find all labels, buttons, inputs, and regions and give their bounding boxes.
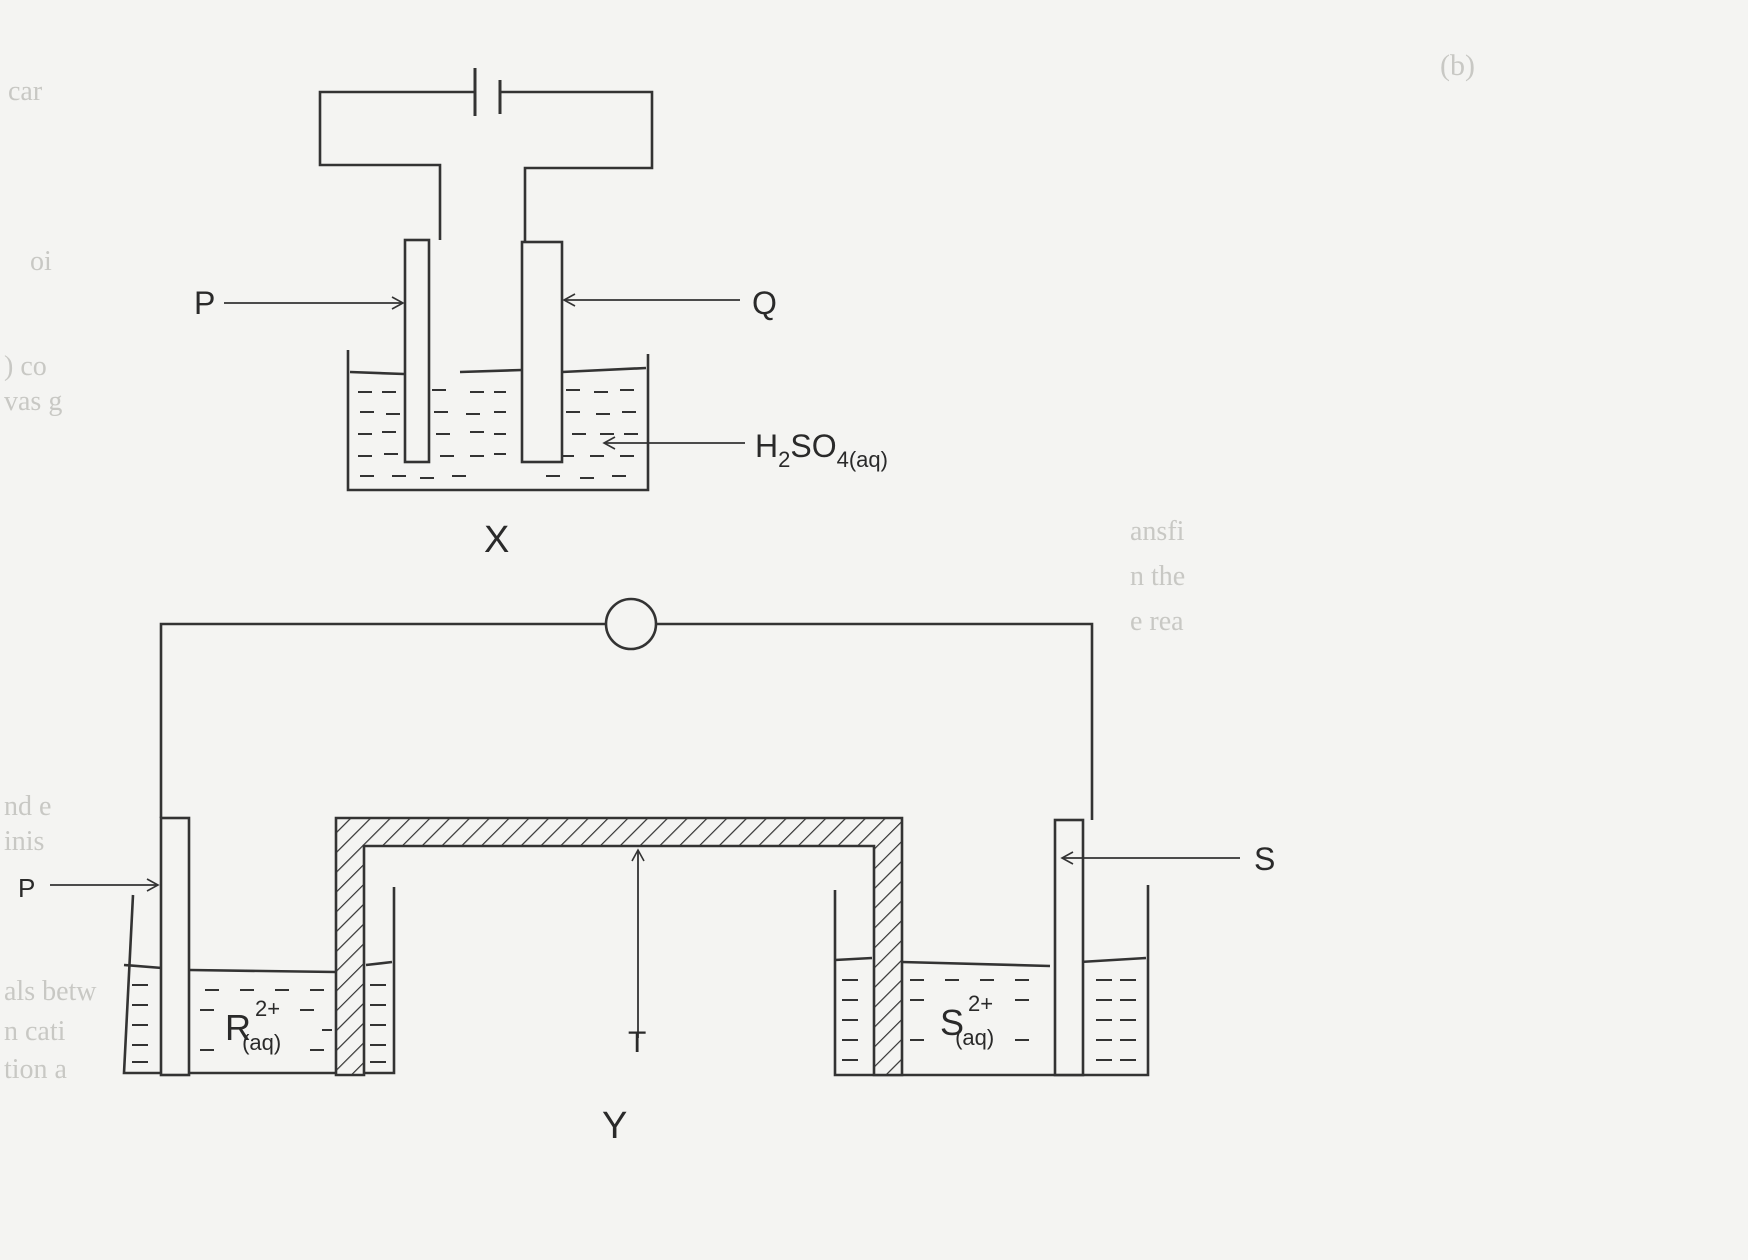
electrolyte-sub-2: 2 [778, 447, 790, 472]
left-charge: 2+ [255, 996, 280, 1021]
label-p-y: P [18, 873, 35, 903]
ghost-line-4: vas g [4, 386, 62, 417]
right-ion: S [940, 1002, 964, 1043]
ghost-line-7: als betw [4, 976, 97, 1007]
bleed-through-text: car oi ) co vas g nd e inis als betw n c… [4, 49, 1475, 1085]
left-state: (aq) [242, 1030, 281, 1055]
ghost-line-9: tion a [4, 1054, 68, 1085]
label-cell-x: X [484, 519, 509, 561]
cell-y-wire-right [656, 622, 1094, 820]
ghost-line-6: inis [4, 826, 44, 857]
ghost-line-11: n the [1130, 561, 1185, 592]
electrode-p [403, 238, 431, 464]
electrode-p-y [159, 816, 191, 1077]
electrode-q [520, 240, 564, 464]
beaker-x [346, 350, 650, 492]
beaker-right [833, 885, 1150, 1077]
ghost-line-12: e rea [1130, 606, 1184, 637]
ghost-line-10: ansfi [1130, 516, 1185, 547]
label-t: T [628, 1026, 646, 1059]
label-q: Q [752, 285, 777, 321]
liquid-dashes-x [358, 389, 638, 479]
ghost-line-2: oi [30, 246, 52, 277]
electrolyte-h: H [755, 428, 778, 464]
right-state: (aq) [955, 1025, 994, 1050]
cell-y [50, 597, 1240, 1077]
cell-x-wire-right [500, 90, 654, 242]
cell-x-wire-left [318, 90, 475, 240]
liquid-surface-right [834, 956, 1147, 968]
ghost-line-8: n cati [4, 1016, 66, 1047]
liquid-surface-x [349, 366, 647, 376]
electrolyte-so: SO [790, 428, 836, 464]
ghost-line-5: nd e [4, 791, 51, 822]
label-electrolyte: H2SO4(aq) [755, 428, 888, 472]
bulb-circle [604, 597, 658, 651]
liquid-surface-left [123, 960, 393, 974]
left-ion: R [225, 1007, 251, 1048]
beaker-left [122, 887, 396, 1075]
cell-y-wire-left [159, 622, 607, 818]
ghost-line-3: ) co [4, 351, 47, 382]
right-charge: 2+ [968, 991, 993, 1016]
salt-bridge [334, 816, 904, 1077]
ghost-line-13: (b) [1440, 49, 1475, 82]
electrolyte-sub-4aq: 4(aq) [837, 447, 888, 472]
liquid-dashes-right [842, 979, 1136, 1061]
liquid-dashes-left [132, 984, 386, 1063]
label-p-x: P [194, 285, 215, 321]
label-cell-y: Y [602, 1105, 627, 1147]
label-s: S [1254, 841, 1275, 877]
ghost-line-1: car [8, 76, 43, 107]
cell-x [224, 68, 745, 492]
